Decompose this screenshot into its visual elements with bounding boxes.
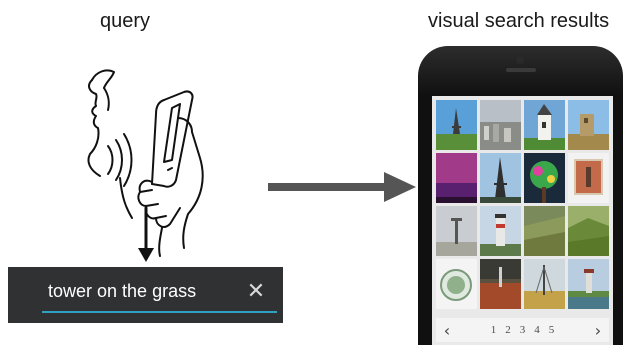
- result-thumbnail[interactable]: [568, 153, 609, 203]
- search-input-underline: [42, 311, 277, 313]
- phone-earpiece: [506, 68, 536, 72]
- hand-speaking-into-phone-sketch: [60, 58, 230, 263]
- result-thumbnail[interactable]: [524, 100, 565, 150]
- result-thumbnail[interactable]: [436, 153, 477, 203]
- page-2-link[interactable]: 2: [505, 324, 511, 336]
- result-thumbnail[interactable]: [480, 100, 521, 150]
- result-thumbnail[interactable]: [568, 259, 609, 309]
- smartphone: ‹ 1 2 3 4 5 ›: [418, 46, 623, 345]
- results-heading: visual search results: [428, 10, 609, 33]
- result-thumbnail[interactable]: [524, 259, 565, 309]
- result-thumbnail[interactable]: [480, 153, 521, 203]
- result-thumbnail[interactable]: [436, 100, 477, 150]
- result-thumbnail[interactable]: [436, 259, 477, 309]
- arrow-right-icon: [268, 172, 416, 202]
- result-thumbnail[interactable]: [480, 206, 521, 256]
- chevron-left-icon[interactable]: ‹: [436, 321, 458, 340]
- result-thumbnail[interactable]: [524, 153, 565, 203]
- page-1-link[interactable]: 1: [491, 324, 497, 336]
- search-bar[interactable]: tower on the grass ✕: [8, 267, 283, 323]
- phone-camera: [516, 56, 524, 64]
- result-thumbnail[interactable]: [524, 206, 565, 256]
- chevron-right-icon[interactable]: ›: [587, 321, 609, 340]
- phone-screen: ‹ 1 2 3 4 5 ›: [432, 96, 613, 345]
- result-thumbnail[interactable]: [568, 100, 609, 150]
- results-grid: [436, 100, 609, 309]
- page-4-link[interactable]: 4: [534, 324, 540, 336]
- result-thumbnail[interactable]: [568, 206, 609, 256]
- page-5-link[interactable]: 5: [549, 324, 555, 336]
- result-thumbnail[interactable]: [436, 206, 477, 256]
- page-numbers: 1 2 3 4 5: [458, 324, 587, 336]
- page-3-link[interactable]: 3: [520, 324, 526, 336]
- search-input[interactable]: tower on the grass: [48, 281, 196, 302]
- pagination: ‹ 1 2 3 4 5 ›: [436, 318, 609, 342]
- result-thumbnail[interactable]: [480, 259, 521, 309]
- close-icon[interactable]: ✕: [244, 279, 268, 303]
- query-heading: query: [100, 10, 150, 33]
